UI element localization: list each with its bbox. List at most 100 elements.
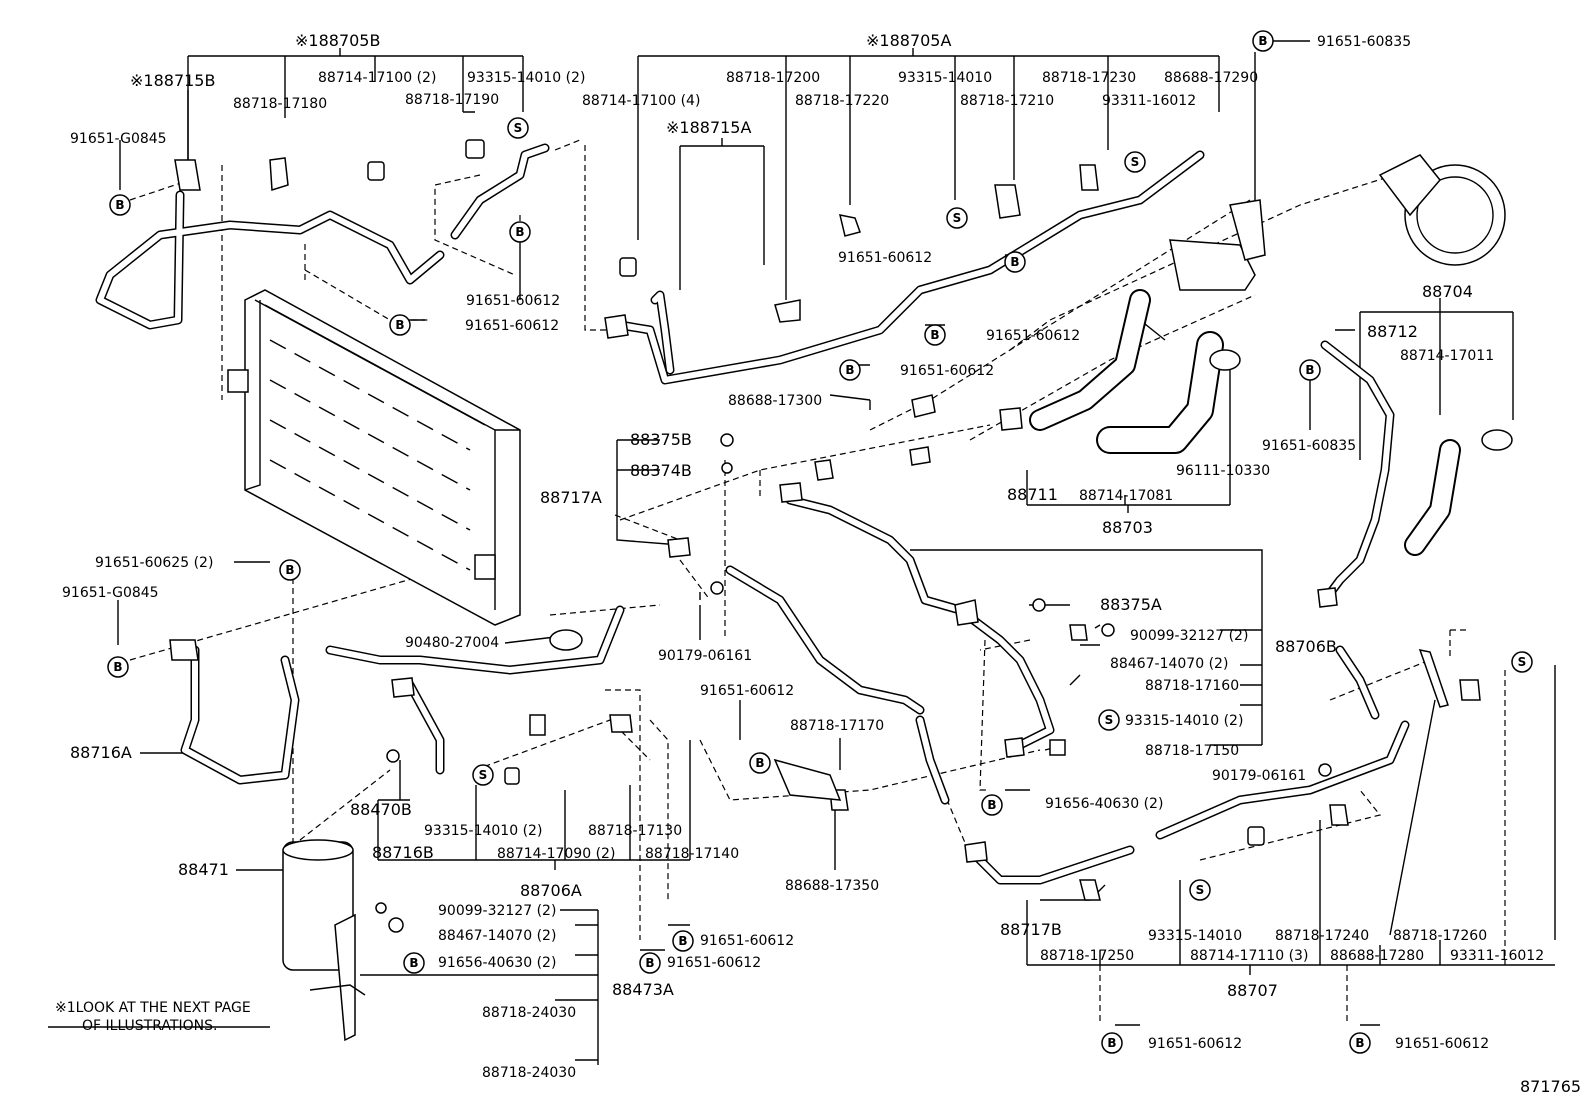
label-part: 91651-60612 <box>900 363 994 379</box>
label-part: 93315-14010 <box>898 70 992 86</box>
badge-b: B <box>987 798 996 812</box>
label-part: 96111-10330 <box>1176 463 1270 479</box>
label-part: 91651-60612 <box>465 318 559 334</box>
label-part: 88718-17250 <box>1040 948 1134 964</box>
label-part: 91651-60612 <box>700 683 794 699</box>
figure-id: 871765 <box>1520 1077 1581 1096</box>
label-part: 88704 <box>1422 282 1473 301</box>
label-part: 90179-06161 <box>1212 768 1306 784</box>
label-part: 88718-17200 <box>726 70 820 86</box>
label-part: 88703 <box>1102 518 1153 537</box>
label-part: 88688-17290 <box>1164 70 1258 86</box>
label-part: 91651-60612 <box>838 250 932 266</box>
badge-b: B <box>115 198 124 212</box>
label-part: 91651-60612 <box>700 933 794 949</box>
label-part: 88714-17090 (2) <box>497 846 615 862</box>
label-part: 88717A <box>540 488 602 507</box>
group-brackets <box>48 140 1556 1065</box>
label-part: 88718-17150 <box>1145 743 1239 759</box>
condenser-illustration <box>227 289 521 626</box>
label-part: 91651-G0845 <box>62 585 159 601</box>
label-part: 88467-14070 (2) <box>438 928 556 944</box>
label-part: 88714-17100 (4) <box>582 93 700 109</box>
label-part: 88718-17210 <box>960 93 1054 109</box>
label-part: 88375B <box>630 430 692 449</box>
label-part: 88467-14070 (2) <box>1110 656 1228 672</box>
label-part: 93311-16012 <box>1450 948 1544 964</box>
label-part: 91651-60612 <box>1148 1036 1242 1052</box>
badge-s: S <box>1105 713 1114 727</box>
label-part: 91651-60612 <box>986 328 1080 344</box>
badge-s: S <box>953 211 962 225</box>
label-part: 88718-17180 <box>233 96 327 112</box>
label-part: 88718-17130 <box>588 823 682 839</box>
note-line-1: ※1LOOK AT THE NEXT PAGE <box>55 1000 251 1016</box>
badge-b: B <box>1355 1036 1364 1050</box>
label-part: 91656-40630 (2) <box>1045 796 1163 812</box>
badge-b: B <box>930 328 939 342</box>
label-part: 88688-17300 <box>728 393 822 409</box>
badge-b: B <box>395 318 404 332</box>
label-part: 91656-40630 (2) <box>438 955 556 971</box>
label-part: 88718-17230 <box>1042 70 1136 86</box>
badge-b: B <box>113 660 122 674</box>
badge-s: S <box>479 768 488 782</box>
badge-s: S <box>514 121 523 135</box>
label-188715a: ※188715A <box>666 118 751 137</box>
badge-b: B <box>515 225 524 239</box>
part-labels: ※188705B ※188705A ※188715B ※188715A 8871… <box>55 31 1581 1096</box>
label-part: 88718-17240 <box>1275 928 1369 944</box>
label-188715b: ※188715B <box>130 71 215 90</box>
label-part: 88718-24030 <box>482 1065 576 1081</box>
label-part: 91651-G0845 <box>70 131 167 147</box>
label-part: 88706A <box>520 881 582 900</box>
badge-s: S <box>1196 883 1205 897</box>
label-188705a: ※188705A <box>866 31 951 50</box>
callout-badges: B B B S B B S S B B B B B B S S B S S B … <box>107 30 1533 1054</box>
badge-b: B <box>1258 34 1267 48</box>
label-part: 88707 <box>1227 981 1278 1000</box>
badge-b: B <box>678 934 687 948</box>
label-part: 88473A <box>612 980 674 999</box>
label-part: 88718-24030 <box>482 1005 576 1021</box>
label-part: 93315-14010 (2) <box>424 823 542 839</box>
label-part: 88374B <box>630 461 692 480</box>
label-part: 90099-32127 (2) <box>1130 628 1248 644</box>
label-part: 88711 <box>1007 485 1058 504</box>
label-part: 88470B <box>350 800 412 819</box>
badge-b: B <box>1107 1036 1116 1050</box>
badge-b: B <box>285 563 294 577</box>
badge-b: B <box>845 363 854 377</box>
label-part: 88716A <box>70 743 132 762</box>
label-part: 88714-17081 <box>1079 488 1173 504</box>
label-part: 90179-06161 <box>658 648 752 664</box>
badge-s: S <box>1131 155 1140 169</box>
label-188705b: ※188705B <box>295 31 380 50</box>
label-part: 88718-17260 <box>1393 928 1487 944</box>
label-part: 93315-14010 (2) <box>467 70 585 86</box>
label-part: 88716B <box>372 843 434 862</box>
label-part: 88471 <box>178 860 229 879</box>
badge-b: B <box>1010 255 1019 269</box>
label-part: 88714-17110 (3) <box>1190 948 1308 964</box>
label-part: 91651-60612 <box>667 955 761 971</box>
label-part: 90480-27004 <box>405 635 499 651</box>
label-part: 88718-17190 <box>405 92 499 108</box>
label-part: 88717B <box>1000 920 1062 939</box>
label-part: 91651-60612 <box>1395 1036 1489 1052</box>
label-part: 91651-60625 (2) <box>95 555 213 571</box>
badge-b: B <box>755 756 764 770</box>
label-part: 93315-14010 <box>1148 928 1242 944</box>
label-part: 88706B <box>1275 637 1337 656</box>
label-part: 93311-16012 <box>1102 93 1196 109</box>
label-part: 88375A <box>1100 595 1162 614</box>
label-part: 88718-17170 <box>790 718 884 734</box>
label-part: 88718-17160 <box>1145 678 1239 694</box>
label-part: 90099-32127 (2) <box>438 903 556 919</box>
label-part: 88718-17140 <box>645 846 739 862</box>
component-shapes <box>169 139 1513 1042</box>
label-part: 88712 <box>1367 322 1418 341</box>
badge-b: B <box>1305 363 1314 377</box>
